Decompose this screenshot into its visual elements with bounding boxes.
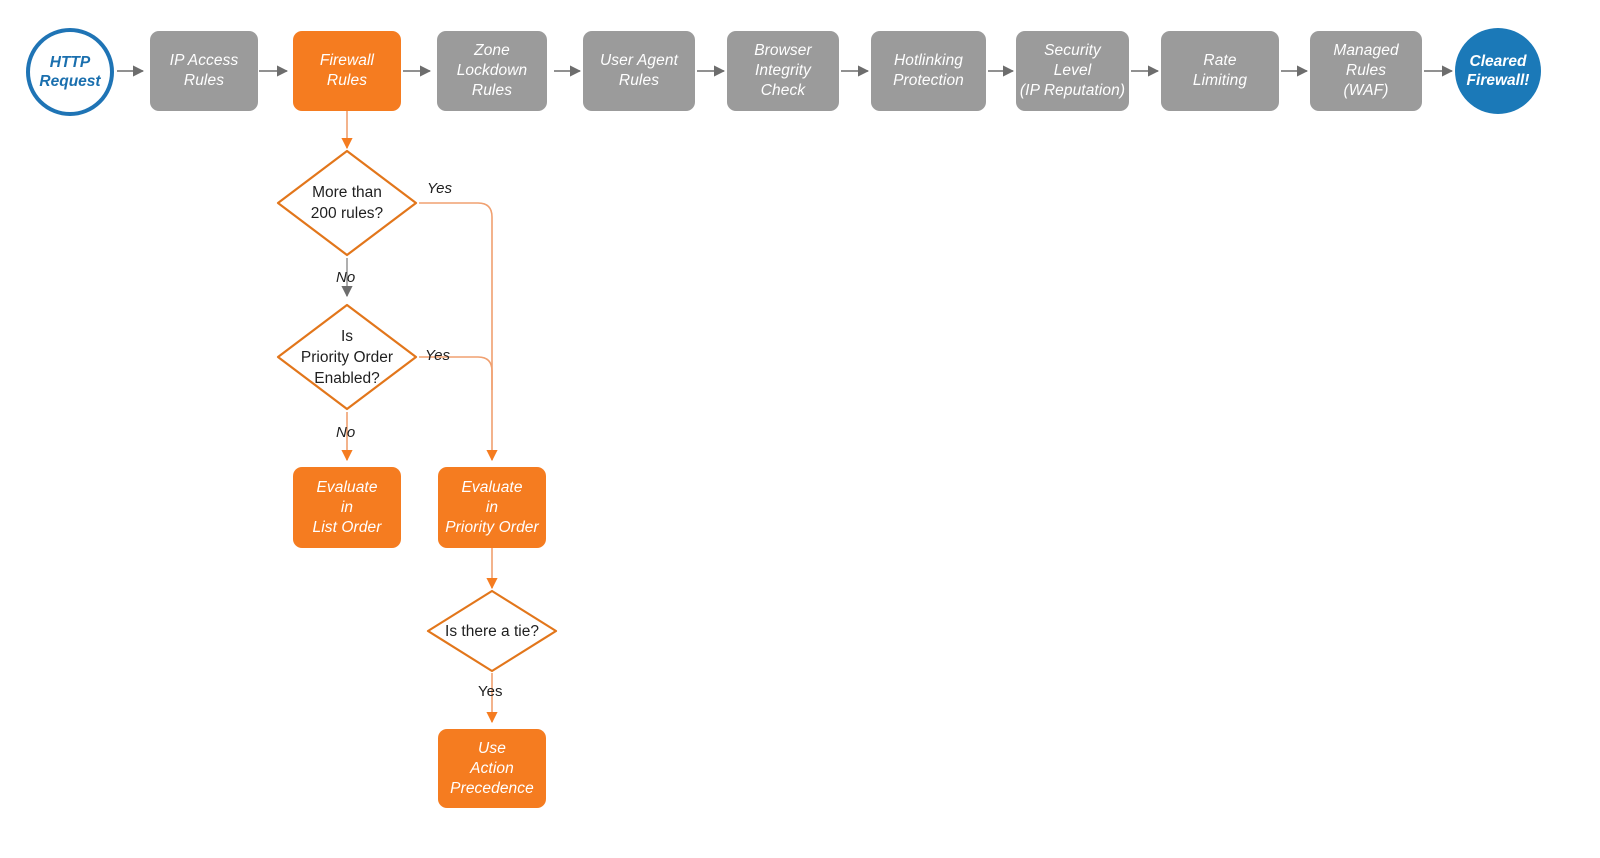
diamond-shape-is-priority-order-enabled xyxy=(276,303,418,411)
decision-more-than-200-rules[interactable]: More than 200 rules? xyxy=(275,148,419,258)
node-managed-rules-waf[interactable]: Managed Rules (WAF) xyxy=(1310,31,1422,111)
node-label-rate-limiting: Rate Limiting xyxy=(1192,52,1248,89)
node-label-user-agent-rules: User Agent Rules xyxy=(600,52,678,89)
node-label-zone-lockdown-rules: Zone Lockdown Rules xyxy=(456,42,528,99)
decision-label-more-than-200-rules: More than 200 rules? xyxy=(310,184,384,222)
edge-label-yes-tie: Yes xyxy=(478,683,503,700)
decision-label-is-priority-order-enabled: Is Priority Order Enabled? xyxy=(300,327,394,387)
decision-is-there-a-tie[interactable]: Is there a tie? xyxy=(425,588,559,674)
edge-label-yes-priority-order: Yes xyxy=(425,347,451,364)
node-label-ip-access-rules: IP Access Rules xyxy=(169,52,239,89)
node-ip-access-rules[interactable]: IP Access Rules xyxy=(150,31,258,111)
decision-label-is-there-a-tie: Is there a tie? xyxy=(445,622,539,640)
node-firewall-rules[interactable]: Firewall Rules xyxy=(293,31,401,111)
diamond-shape-is-there-a-tie xyxy=(426,589,558,673)
node-rate-limiting[interactable]: Rate Limiting xyxy=(1161,31,1279,111)
node-label-cleared-firewall: Cleared Firewall! xyxy=(1466,53,1530,89)
node-use-action-precedence[interactable]: Use Action Precedence xyxy=(438,729,546,808)
node-browser-integrity-check[interactable]: Browser Integrity Check xyxy=(727,31,839,111)
edge-200rules-yes xyxy=(419,202,498,462)
node-label-http-request: HTTP Request xyxy=(39,54,101,90)
decision-is-priority-order-enabled[interactable]: Is Priority Order Enabled? xyxy=(275,302,419,412)
node-http-request[interactable]: HTTP Request xyxy=(26,28,114,116)
node-label-security-level: Security Level (IP Reputation) xyxy=(1019,42,1126,99)
node-label-browser-integrity-check: Browser Integrity Check xyxy=(754,42,812,99)
node-label-evaluate-in-list-order: Evaluate in List Order xyxy=(312,478,382,536)
node-label-managed-rules-waf: Managed Rules (WAF) xyxy=(1333,42,1399,99)
node-hotlinking-protection[interactable]: Hotlinking Protection xyxy=(871,31,986,111)
node-label-hotlinking-protection: Hotlinking Protection xyxy=(893,52,964,89)
edge-label-no-more-than-200: No xyxy=(336,269,356,286)
edge-label-no-priority-order: No xyxy=(336,424,356,441)
node-label-evaluate-in-priority-order: Evaluate in Priority Order xyxy=(445,478,539,536)
edge-label-yes-more-than-200: Yes xyxy=(427,180,453,197)
node-label-use-action-precedence: Use Action Precedence xyxy=(450,739,534,797)
node-evaluate-in-priority-order[interactable]: Evaluate in Priority Order xyxy=(438,467,546,548)
node-evaluate-in-list-order[interactable]: Evaluate in List Order xyxy=(293,467,401,548)
node-security-level[interactable]: Security Level (IP Reputation) xyxy=(1016,31,1129,111)
node-user-agent-rules[interactable]: User Agent Rules xyxy=(583,31,695,111)
node-label-firewall-rules: Firewall Rules xyxy=(319,52,375,89)
diamond-shape-more-than-200-rules xyxy=(276,149,418,257)
node-cleared-firewall[interactable]: Cleared Firewall! xyxy=(1455,28,1541,114)
node-zone-lockdown-rules[interactable]: Zone Lockdown Rules xyxy=(437,31,547,111)
